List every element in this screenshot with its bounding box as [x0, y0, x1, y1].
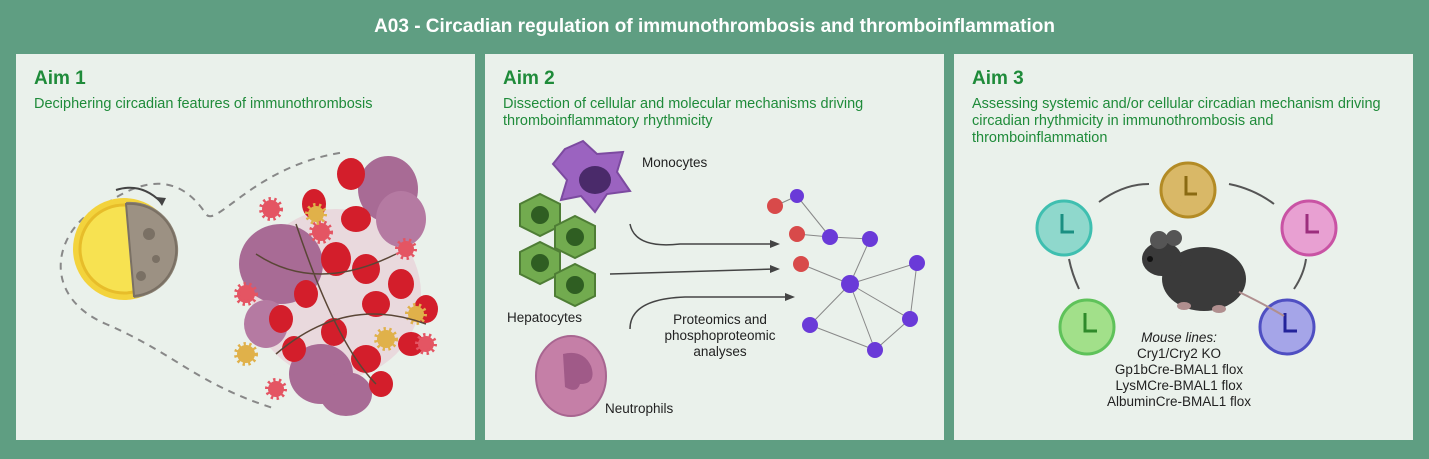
aim1-panel: Aim 1 Deciphering circadian features of …	[16, 54, 475, 440]
mouse-lines-title: Mouse lines:	[1141, 330, 1217, 345]
mouse-icon	[1142, 230, 1285, 317]
mouse-line-item: AlbuminCre-BMAL1 flox	[1106, 394, 1252, 409]
mouse-line-item: LysMCre-BMAL1 flox	[1115, 378, 1243, 393]
clock-cycle-arrows	[1068, 183, 1307, 290]
clock-left-icon	[1035, 199, 1093, 257]
arrow-neutrophils	[629, 296, 790, 330]
immunothrombus-cluster	[234, 156, 438, 416]
monocytes-label: Monocytes	[642, 155, 708, 170]
clock-top-icon	[1159, 161, 1217, 219]
aim3-panel: Aim 3 Assessing systemic and/or cellular…	[954, 54, 1413, 440]
clock-bottom-left-icon	[1058, 298, 1116, 356]
rotation-arrowhead	[156, 197, 166, 206]
arrow-hepatocytes	[609, 268, 776, 275]
hepatocytes-icon	[519, 192, 596, 308]
aim1-description: Deciphering circadian features of immuno…	[34, 96, 373, 112]
proteomics-label-line3: analyses	[693, 344, 747, 359]
aim1-illustration	[59, 151, 438, 416]
aim1-title: Aim 1	[34, 68, 86, 89]
figure-title: A03 - Circadian regulation of immunothro…	[374, 16, 1055, 37]
neutrophils-label: Neutrophils	[605, 401, 674, 416]
hepatocytes-label: Hepatocytes	[507, 310, 583, 325]
protein-network	[774, 195, 918, 351]
clock-bottom-right-icon	[1258, 298, 1316, 356]
aim2-description: Dissection of cellular and molecular mec…	[503, 96, 864, 129]
proteomics-label-line1: Proteomics and	[673, 312, 767, 327]
mouse-lines-list: Mouse lines: Cry1/Cry2 KO Gp1bCre-BMAL1 …	[1084, 330, 1274, 410]
sun-moon-icon	[73, 198, 179, 300]
monocyte-icon	[551, 139, 632, 214]
neutrophil-icon	[535, 335, 607, 417]
aim3-title: Aim 3	[972, 68, 1024, 89]
proteomics-label-line2: phosphoproteomic	[664, 328, 776, 343]
arrow-monocytes	[629, 223, 775, 246]
network-nodes	[767, 189, 925, 358]
mouse-line-item: Cry1/Cry2 KO	[1136, 346, 1221, 361]
aim2-panel: Aim 2 Dissection of cellular and molecul…	[485, 54, 944, 440]
dashed-orbit-path	[59, 151, 347, 410]
clock-right-icon	[1280, 199, 1338, 257]
aim3-illustration	[1035, 161, 1338, 356]
mouse-line-item: Gp1bCre-BMAL1 flox	[1114, 362, 1244, 377]
aim2-title: Aim 2	[503, 68, 555, 89]
aim2-illustration	[519, 139, 925, 417]
aim3-description: Assessing systemic and/or cellular circa…	[972, 96, 1381, 146]
proteomics-label: Proteomics and phosphoproteomic analyses	[650, 312, 790, 360]
